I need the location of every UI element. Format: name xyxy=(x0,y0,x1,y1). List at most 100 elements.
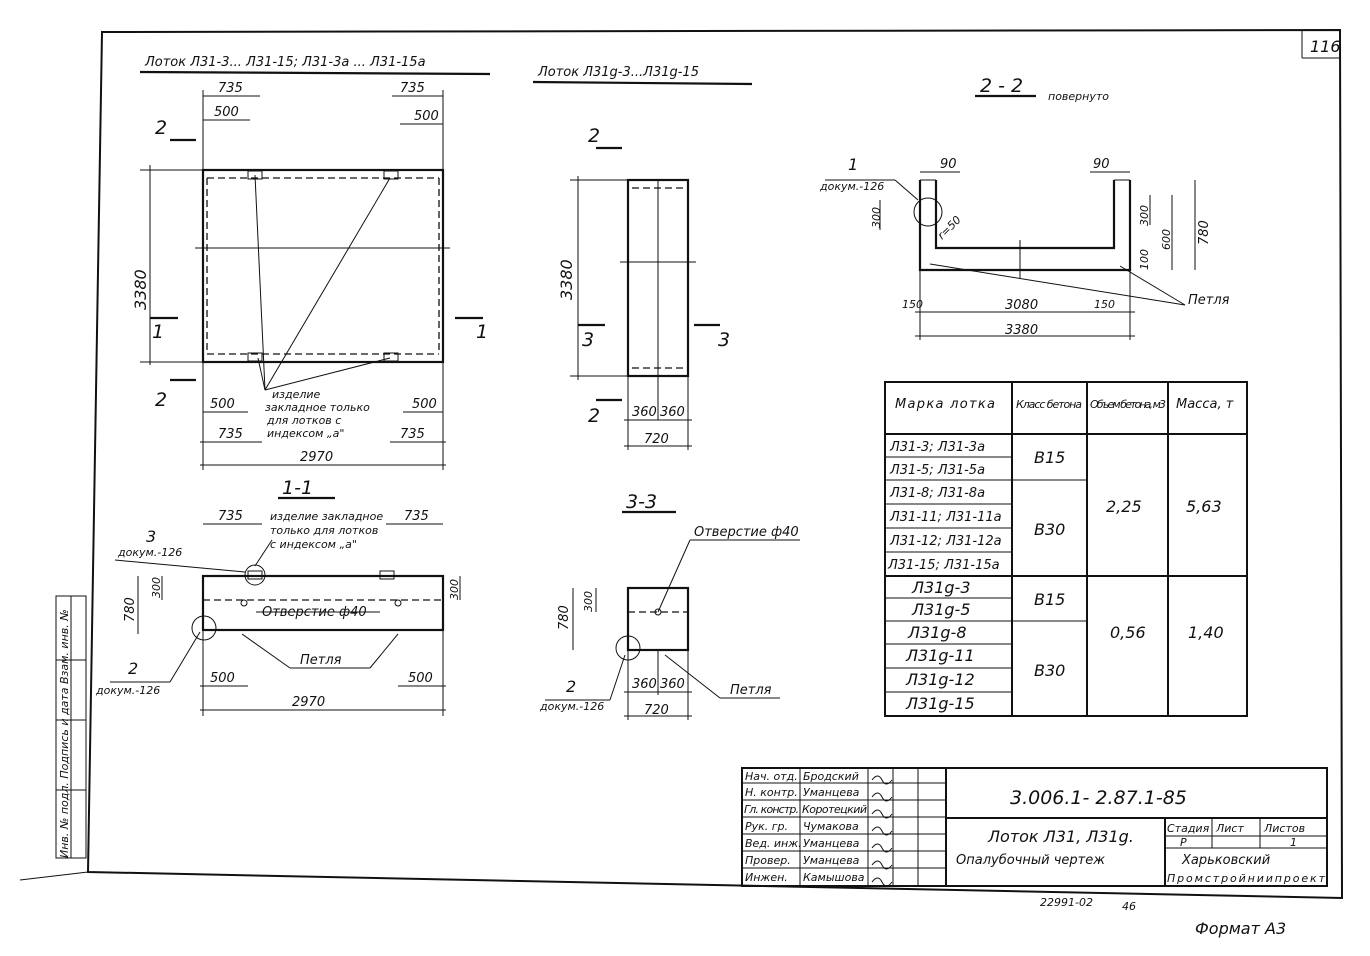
tb-name: Уманцева xyxy=(803,786,860,799)
doc-ref-4-num: 2 xyxy=(566,677,576,696)
dim-720-sec33: 720 xyxy=(644,703,669,718)
radius-label: r=50 xyxy=(935,213,964,242)
loop-label-3: Петля xyxy=(730,683,772,698)
tb-name: Уманцева xyxy=(803,837,860,850)
table-mark: Л31-11; Л31-11а xyxy=(889,510,1002,525)
dim-780-sec22: 780 xyxy=(1197,220,1212,245)
table-mark: Л31-12; Л31-12а xyxy=(889,534,1002,549)
plan-view-l31g: Лоток Л31g-3...Л31g-15 xyxy=(532,65,753,450)
dim-360-sec33-b: 360 xyxy=(660,677,685,692)
svg-text:только для лотков: только для лотков xyxy=(270,524,378,537)
page-number: 116 xyxy=(1310,37,1341,56)
tb-role: Вед. инж. xyxy=(745,837,802,850)
table-mark: Л31g-8 xyxy=(907,623,967,642)
tb-role: Рук. гр. xyxy=(745,820,788,833)
doc-code: 3.006.1- 2.87.1-85 xyxy=(1010,787,1187,809)
plan2-title: Лоток Л31g-3...Л31g-15 xyxy=(537,65,699,80)
doc-ref-3: докум.-126 xyxy=(117,546,182,559)
org-name-2: Промстройниипроект xyxy=(1167,872,1326,885)
tb-role: Н. контр. xyxy=(745,786,798,799)
table-class-a1: В15 xyxy=(1034,448,1065,467)
dim-500-sec11-right: 500 xyxy=(408,671,433,686)
table-class-b1: В15 xyxy=(1034,590,1065,609)
dim-735-sec11-right: 735 xyxy=(404,509,429,524)
dim-500-sec11-left: 500 xyxy=(210,671,235,686)
dim-735-top-left: 735 xyxy=(218,81,243,96)
sheet-frame xyxy=(19,28,1344,900)
sheet-header: Лист xyxy=(1215,822,1244,835)
cut-3-left: 3 xyxy=(582,329,594,351)
sheet-count: 1 xyxy=(1290,836,1297,849)
stage-value: Р xyxy=(1180,836,1187,849)
sheets-header: Листов xyxy=(1263,822,1305,835)
svg-text:индексом „а": индексом „а" xyxy=(267,427,344,440)
loop-label-1: Петля xyxy=(1188,293,1230,308)
stamp-page: 46 xyxy=(1122,900,1136,913)
margin-label: Инв. № подл. Подпись и дата Взам. инв. № xyxy=(58,609,71,858)
title-block xyxy=(741,767,1328,887)
dim-2970-plan1: 2970 xyxy=(300,450,333,465)
doc-ref-2: докум.-126 xyxy=(95,684,160,697)
loop-label-2: Петля xyxy=(300,653,342,668)
table-mark: Л31g-11 xyxy=(905,646,975,665)
doc-ref-1: докум.-126 xyxy=(819,180,884,193)
embed-note-2: изделие закладное только для лотков с ин… xyxy=(270,510,383,551)
table-mark: Л31-5; Л31-5а xyxy=(889,463,985,478)
dim-300-sec11-left: 300 xyxy=(150,577,163,598)
table-class-b2: В30 xyxy=(1034,661,1065,680)
tb-name: Бродский xyxy=(803,770,859,783)
dim-90-right: 90 xyxy=(1093,157,1110,172)
svg-text:изделие закладное: изделие закладное xyxy=(270,510,383,523)
table-volume-b: 0,56 xyxy=(1110,623,1146,642)
dim-300-sec11-right: 300 xyxy=(448,579,461,600)
dim-360-a: 360 xyxy=(632,405,657,420)
org-name-1: Харьковский xyxy=(1181,853,1270,868)
tb-name: Камышова xyxy=(803,871,865,884)
section-3-3-title: 3-3 xyxy=(626,491,657,513)
dim-3380-sec22: 3380 xyxy=(1005,323,1038,338)
tb-role: Гл. констр. xyxy=(744,803,799,816)
drawing-name-1: Лоток Л31, Л31g. xyxy=(987,827,1134,846)
tb-role: Инжен. xyxy=(745,871,788,884)
svg-text:изделие: изделие xyxy=(272,388,321,401)
table-class-a2: В30 xyxy=(1034,520,1065,539)
table-header-class: Класс бетона xyxy=(1016,398,1082,411)
section-2-2-rotated: повернуто xyxy=(1048,90,1109,103)
dim-100-right: 100 xyxy=(1138,249,1151,270)
table-mark: Л31g-12 xyxy=(905,670,975,689)
section-3-3 xyxy=(545,510,800,720)
tb-name: Чумакова xyxy=(803,820,859,833)
table-mark: Л31g-5 xyxy=(911,600,971,619)
svg-text:с индексом „а": с индексом „а" xyxy=(270,538,357,551)
section-1-1-title: 1-1 xyxy=(282,477,313,499)
table-header-mass: Масса, т xyxy=(1176,397,1234,412)
section-1-1 xyxy=(110,496,461,716)
doc-ref-1-num: 1 xyxy=(848,155,858,174)
hole-label: Отверстие ф40 xyxy=(262,605,367,620)
dim-735-bottom-right: 735 xyxy=(400,427,425,442)
tb-name: Уманцева xyxy=(803,854,860,867)
table-mark: Л31g-3 xyxy=(911,578,971,597)
table-mass-b: 1,40 xyxy=(1188,623,1224,642)
table-mark: Л31g-15 xyxy=(905,694,975,713)
dim-3380-plan1: 3380 xyxy=(131,269,150,310)
cut-2-plan2-bottom: 2 xyxy=(588,405,600,427)
cut-2-bottom: 2 xyxy=(155,389,167,411)
dim-2970-sec11: 2970 xyxy=(292,695,325,710)
doc-ref-4: докум.-126 xyxy=(539,700,604,713)
dim-500-top-left: 500 xyxy=(214,105,239,120)
cut-1-left: 1 xyxy=(152,321,164,343)
dim-720-plan2: 720 xyxy=(644,432,669,447)
dim-500-bottom-left: 500 xyxy=(210,397,235,412)
dim-300-right: 300 xyxy=(1138,205,1151,226)
section-2-2 xyxy=(825,94,1196,340)
hole-label-2: Отверстие ф40 xyxy=(694,525,799,540)
dim-735-top-right: 735 xyxy=(400,81,425,96)
dim-780-sec33: 780 xyxy=(557,605,572,630)
dim-3380-plan2: 3380 xyxy=(557,259,576,300)
drawing-name-2: Опалубочный чертеж xyxy=(956,853,1105,868)
cut-2-plan2-top: 2 xyxy=(588,125,600,147)
table-header-volume: Объем бетона, м3 xyxy=(1090,398,1166,411)
embed-note: изделие закладное только для лотков с ин… xyxy=(265,388,370,440)
